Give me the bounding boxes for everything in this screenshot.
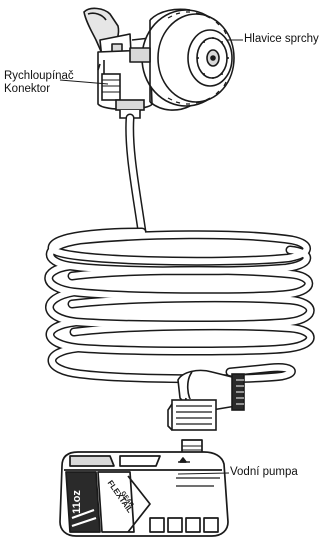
sprayer-head-label-text: Hlavice sprchy <box>244 33 319 45</box>
connector-label: Rychloupínač Konektor <box>4 70 74 96</box>
water-pump-label: Vodní pumpa <box>230 466 298 479</box>
water-pump-label-text: Vodní pumpa <box>230 466 298 478</box>
pump-capacity-label: 11oz <box>71 490 83 514</box>
connector-label-line1: Rychloupínač <box>4 70 74 82</box>
leader-line-water-pump <box>177 472 230 475</box>
water-pump <box>59 439 229 537</box>
connector-label-line2: Konektor <box>4 83 51 96</box>
hose-coil <box>44 227 315 384</box>
leader-line-connector <box>59 79 109 85</box>
leader-lines <box>59 39 243 475</box>
hose-elbow-connector <box>167 369 245 431</box>
sprayer-head-label: Hlavice sprchy <box>244 33 319 46</box>
hose <box>125 113 147 237</box>
